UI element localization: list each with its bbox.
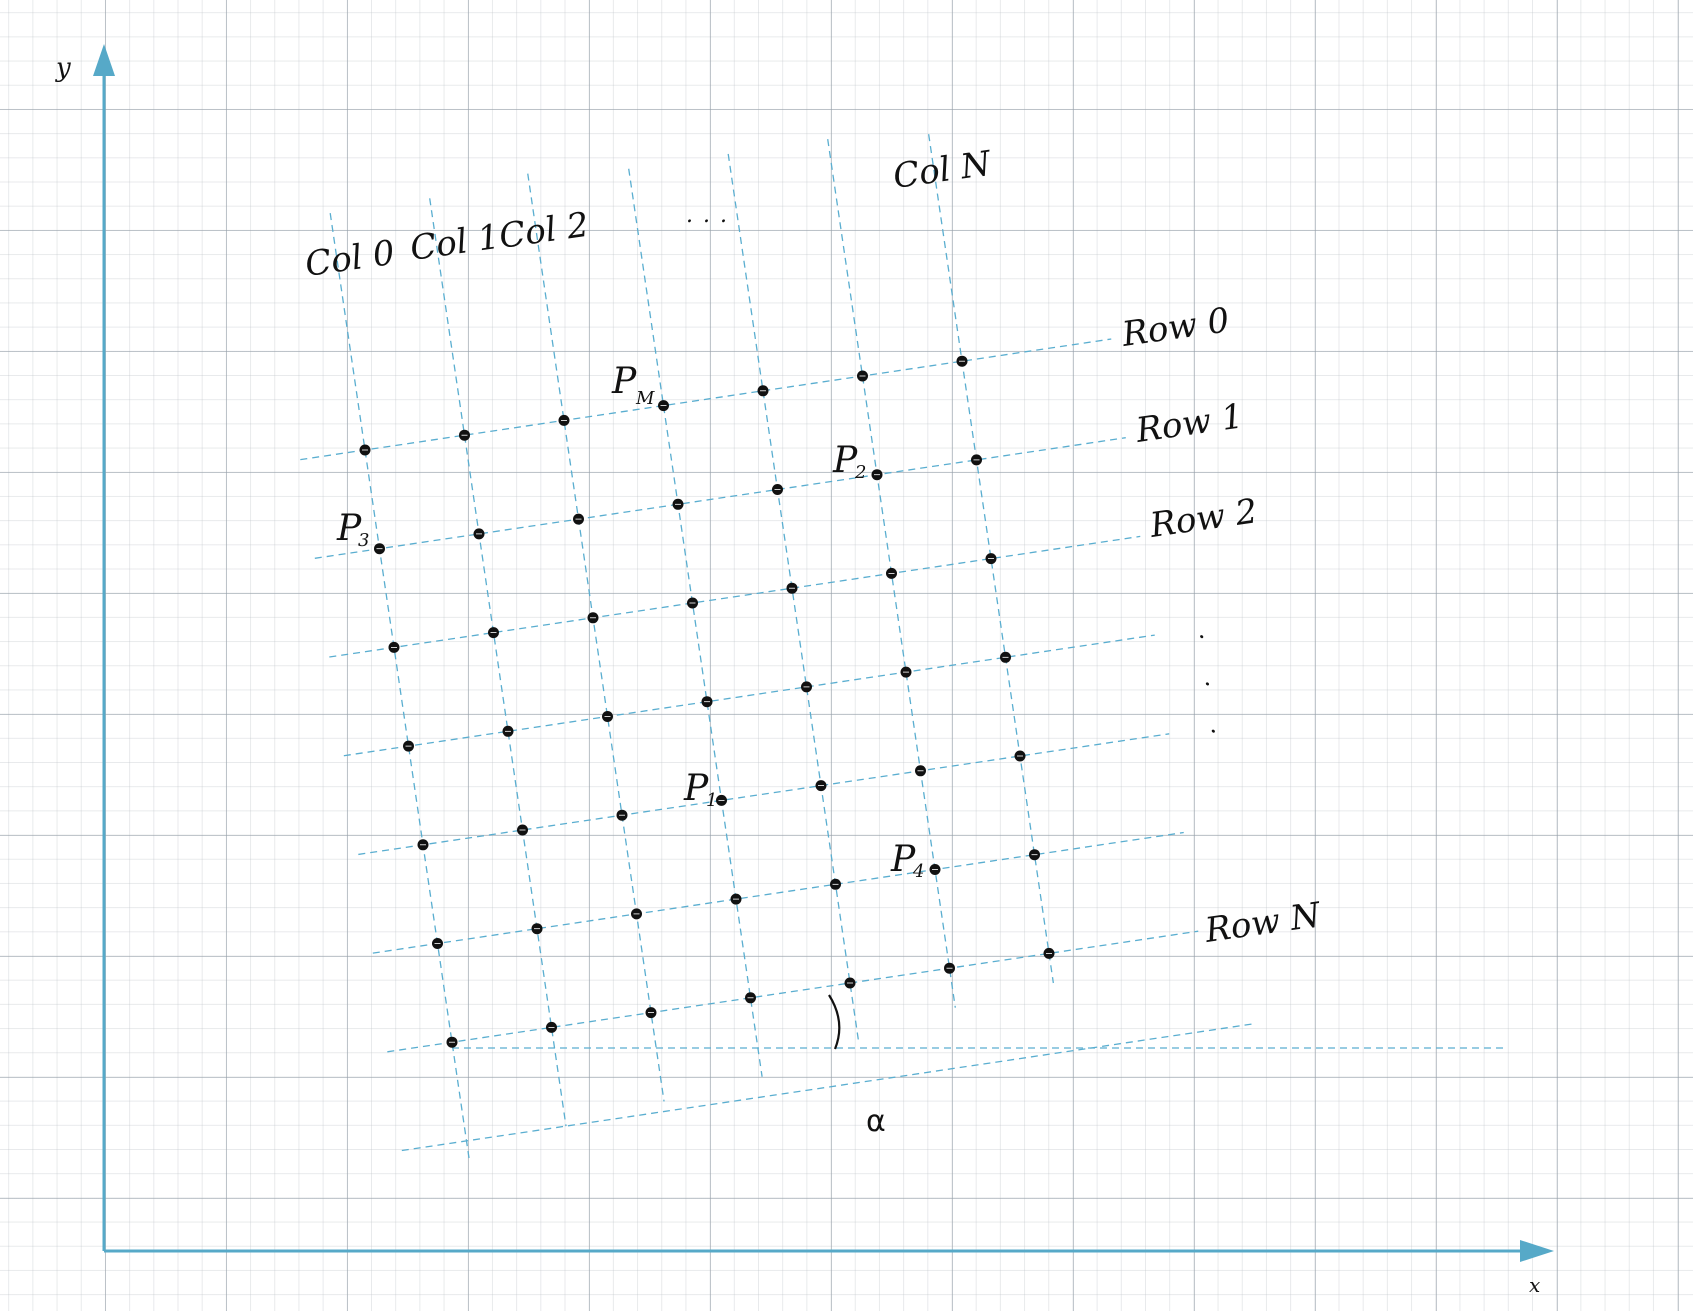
row-ellipsis: ... (1194, 630, 1239, 775)
col-label-1: Col 1 (408, 217, 503, 269)
row-label-n: Row N (1202, 895, 1324, 951)
point-label-pm: P M (611, 361, 655, 409)
row-lines (300, 338, 1253, 1152)
angle-alpha-label: α (866, 1104, 886, 1139)
column-lines (329, 134, 1054, 1161)
row-line (358, 733, 1170, 856)
svg-text:P: P (832, 440, 858, 481)
column-line (527, 173, 665, 1102)
svg-text:4: 4 (912, 861, 924, 882)
row-line (372, 831, 1184, 954)
row-line (314, 437, 1126, 559)
y-axis-arrow-icon (93, 44, 115, 76)
svg-text:P: P (336, 508, 362, 549)
col-label-0: Col 0 (303, 233, 398, 285)
row-line (387, 930, 1199, 1053)
svg-text:3: 3 (358, 530, 369, 551)
svg-text:M: M (635, 388, 655, 409)
svg-text:P: P (890, 839, 916, 880)
lattice-points (359, 355, 1055, 1048)
angle-arc (828, 994, 841, 1050)
row-line (300, 338, 1112, 461)
row-label-0: Row 0 (1119, 300, 1232, 355)
point-label-p2: P 2 (832, 440, 866, 483)
col-label-2: Col 2 (497, 205, 592, 257)
y-axis-label: y (55, 53, 71, 83)
column-line (727, 153, 860, 1043)
x-axis-arrow-icon (1520, 1240, 1554, 1262)
column-ellipsis: ... (686, 203, 737, 228)
row-line (401, 1023, 1253, 1152)
svg-text:2: 2 (854, 462, 866, 483)
row-label-1: Row 1 (1133, 396, 1246, 451)
svg-text:P: P (611, 361, 637, 402)
svg-text:1: 1 (706, 790, 717, 811)
column-line (329, 213, 471, 1161)
row-label-2: Row 2 (1147, 491, 1260, 546)
column-line (628, 168, 763, 1077)
col-label-n: Col N (891, 144, 995, 197)
column-line (928, 134, 1054, 984)
point-label-p4: P 4 (890, 839, 924, 882)
svg-text:P: P (683, 768, 709, 809)
column-line (429, 198, 567, 1127)
row-line (343, 634, 1155, 757)
point-label-p1: P 1 (683, 768, 717, 811)
x-axis-label: x (1529, 1273, 1540, 1297)
point-label-p3: P 3 (336, 508, 369, 551)
row-line (329, 535, 1141, 658)
